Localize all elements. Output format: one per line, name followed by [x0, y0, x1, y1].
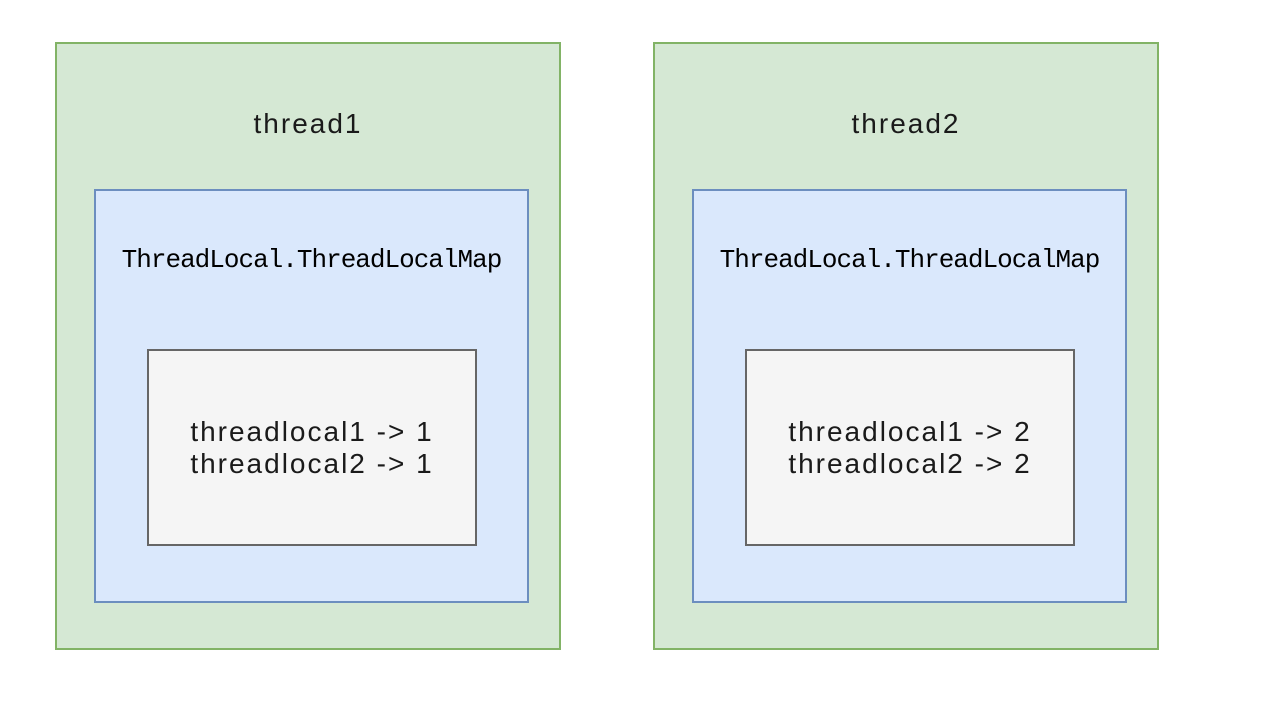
thread1-box: thread1 ThreadLocal.ThreadLocalMap threa… [55, 42, 561, 650]
entry-line: threadlocal2 -> 2 [788, 447, 1032, 479]
thread1-title: thread1 [253, 108, 363, 139]
entry-line: threadlocal1 -> 1 [190, 415, 434, 447]
entry-line: threadlocal1 -> 2 [788, 415, 1032, 447]
thread2-entries-box: threadlocal1 -> 2 threadlocal2 -> 2 [745, 349, 1075, 546]
thread2-threadlocalmap-box: ThreadLocal.ThreadLocalMap threadlocal1 … [692, 189, 1127, 603]
entry-line: threadlocal2 -> 1 [190, 447, 434, 479]
thread2-threadlocalmap-label: ThreadLocal.ThreadLocalMap [719, 245, 1101, 275]
thread1-entries-box: threadlocal1 -> 1 threadlocal2 -> 1 [147, 349, 477, 546]
thread2-title: thread2 [851, 108, 961, 139]
thread2-box: thread2 ThreadLocal.ThreadLocalMap threa… [653, 42, 1159, 650]
thread1-threadlocalmap-box: ThreadLocal.ThreadLocalMap threadlocal1 … [94, 189, 529, 603]
thread1-threadlocalmap-label: ThreadLocal.ThreadLocalMap [121, 245, 503, 275]
